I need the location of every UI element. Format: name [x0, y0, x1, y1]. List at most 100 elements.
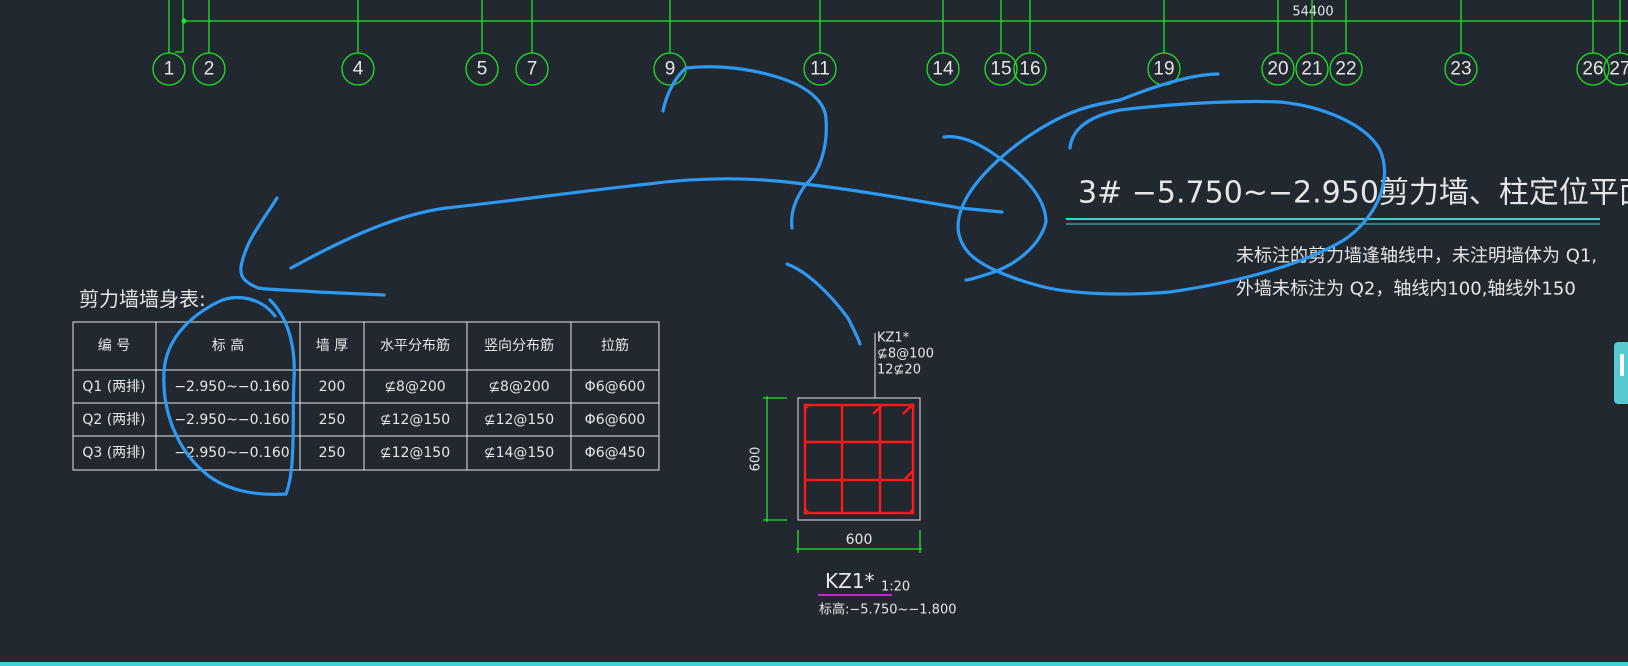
- axis-label: 26: [1582, 59, 1603, 80]
- axis-label: 7: [527, 59, 538, 80]
- axis-marker-14: 14: [926, 0, 960, 86]
- column-hook-1: [872, 404, 883, 415]
- ink-stroke-lower-hook: [785, 262, 862, 346]
- table-cell: Φ6@600: [585, 379, 646, 395]
- table-cell: Φ6@450: [585, 445, 646, 461]
- table-cell: 250: [319, 445, 346, 461]
- axis-bubble: [1013, 52, 1047, 86]
- table-header-horizontal-rebar: 水平分布筋: [380, 337, 450, 354]
- axis-bubble: [803, 52, 837, 86]
- freehand-annotations: [162, 65, 1387, 496]
- column-hook-3: [903, 470, 914, 481]
- axis-marker-16: 16: [1013, 0, 1047, 86]
- table-cell: ⊈8@200: [488, 379, 549, 395]
- axis-marker-20: 20: [1261, 0, 1295, 86]
- table-header-elevation: 标 高: [212, 337, 244, 354]
- table-cell: Q3 (两排): [82, 445, 145, 461]
- table-header-id: 编 号: [98, 338, 130, 354]
- column-stirrup: [803, 403, 915, 515]
- side-panel-tab[interactable]: [1614, 342, 1628, 404]
- column-scale: 1:20: [881, 580, 910, 595]
- axis-bubble: [341, 52, 375, 86]
- table-cell: ⊈8@200: [384, 379, 445, 395]
- axis-label: 14: [932, 59, 954, 80]
- axis-label: 9: [665, 59, 676, 80]
- axis-label: 21: [1301, 59, 1322, 80]
- axis-label: 19: [1153, 59, 1174, 80]
- column-tag-line-2: ⊈8@100: [877, 347, 934, 362]
- table-cell: ⊈12@150: [380, 445, 450, 461]
- table-cell: Φ6@600: [585, 412, 646, 428]
- column-tag-line-1: KZ1*: [877, 331, 910, 346]
- axis-label: 22: [1335, 59, 1356, 80]
- column-dim-vertical-text: 600: [749, 447, 764, 472]
- axis-marker-4: 4: [341, 0, 375, 86]
- ink-stroke-long-curve: [289, 177, 1004, 270]
- axis-label: 16: [1019, 59, 1040, 80]
- table-cell: ⊈12@150: [380, 412, 450, 428]
- axis-label: 4: [353, 59, 364, 80]
- column-bar: [909, 509, 915, 515]
- table-cell: Q2 (两排): [82, 412, 145, 428]
- note-line-2: 外墙未标注为 Q2，轴线内100,轴线外150: [1236, 279, 1576, 300]
- axis-bubble: [465, 52, 499, 86]
- ink-stroke-hook-9: [661, 65, 828, 230]
- axis-label: 27: [1609, 59, 1628, 80]
- axis-bubble: [1444, 52, 1478, 86]
- bottom-status-bar: [0, 662, 1628, 666]
- column-name: KZ1*: [825, 569, 875, 593]
- axis-label: 20: [1267, 59, 1288, 80]
- axis-marker-15: 15: [984, 0, 1018, 86]
- axis-label: 15: [990, 59, 1011, 80]
- column-detail: KZ1* ⊈8@100 12⊈20 600 600 KZ1* 1:20 标高:−…: [749, 331, 957, 618]
- axis-marker-7: 7: [515, 0, 549, 86]
- axis-markers: 1 2 4 5 7 9 11 14 15 16 19 20 21 22 23 26 27: [152, 0, 1628, 86]
- axis-marker-23: 23: [1444, 0, 1478, 86]
- axis-bubble: [1295, 52, 1329, 86]
- axis-bubble: [1603, 52, 1628, 86]
- table-cell: ⊈14@150: [484, 445, 554, 461]
- wall-table: 编 号 标 高 墙 厚 水平分布筋 竖向分布筋 拉筋 Q1 (两排) −2.95…: [72, 321, 660, 471]
- table-cell: 250: [319, 412, 346, 428]
- table-cell: −2.950~−0.160: [174, 412, 289, 428]
- axis-label: 5: [477, 59, 488, 80]
- plan-title: 3# −5.750~−2.950剪力墙、柱定位平面图: [1078, 176, 1628, 211]
- table-cell: 200: [319, 379, 346, 395]
- axis-label: 1: [164, 59, 175, 80]
- axis-label: 2: [204, 59, 215, 80]
- axis-marker-19: 19: [1147, 0, 1181, 86]
- column-elevation: 标高:−5.750~−1.800: [819, 602, 957, 618]
- axis-bubble: [926, 52, 960, 86]
- axis-bubble: [192, 52, 226, 86]
- axis-bubble: [152, 52, 186, 86]
- table-header-thickness: 墙 厚: [316, 338, 348, 354]
- column-bar: [803, 403, 809, 409]
- axis-label: 11: [810, 59, 830, 80]
- axis-marker-11: 11: [803, 0, 837, 86]
- axis-label: 23: [1450, 59, 1471, 80]
- axis-bubble: [515, 52, 549, 86]
- column-tag-line-3: 12⊈20: [877, 363, 921, 378]
- axis-marker-26: 26: [1576, 0, 1610, 86]
- axis-marker-27: 27: [1603, 0, 1628, 86]
- axis-bubble: [984, 52, 1018, 86]
- table-cell: ⊈12@150: [484, 412, 554, 428]
- axis-marker-1: 1: [152, 0, 186, 86]
- table-cell: Q1 (两排): [82, 379, 145, 395]
- axis-bubble: [1329, 52, 1363, 86]
- wall-table-border: [72, 321, 660, 471]
- column-dim-horizontal-text: 600: [846, 532, 873, 548]
- axis-bubble: [1261, 52, 1295, 86]
- axis-dimension-node: [181, 18, 187, 24]
- column-outline: [797, 397, 921, 521]
- column-bar: [909, 403, 915, 409]
- axis-bubble: [1576, 52, 1610, 86]
- table-header-tie-rebar: 拉筋: [601, 337, 629, 354]
- dimension-top-text: 54400: [1292, 5, 1333, 20]
- table-header-vertical-rebar: 竖向分布筋: [484, 337, 554, 354]
- ink-stroke-right-loop: [942, 72, 1387, 296]
- table-cell: −2.950~−0.160: [174, 379, 289, 395]
- axis-marker-22: 22: [1329, 0, 1363, 86]
- table-title: 剪力墙墙身表:: [79, 287, 206, 311]
